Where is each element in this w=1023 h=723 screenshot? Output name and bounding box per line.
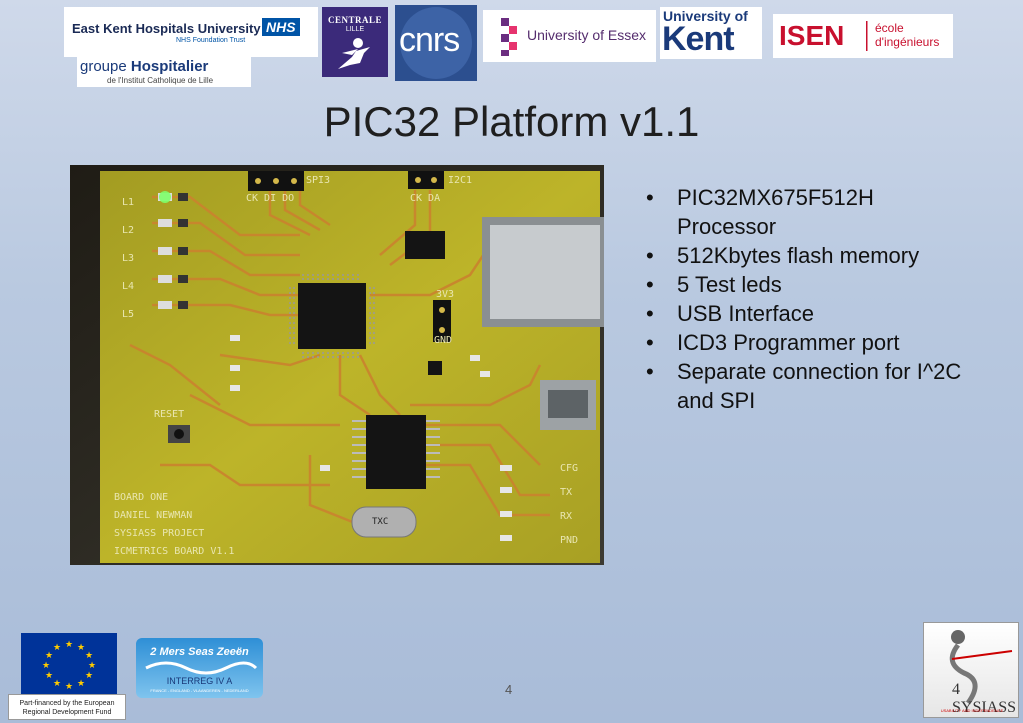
silk-credits: BOARD ONE DANIEL NEWMAN SYSIASS PROJECT … xyxy=(114,489,234,561)
sysiass-name: 4 SYSIASS xyxy=(952,681,1017,716)
silk-i2c: I2C1 xyxy=(448,175,473,186)
ghl-subtitle: de l'Institut Catholique de Lille xyxy=(107,76,214,85)
centrale-line1: CENTRALE xyxy=(327,15,382,25)
silk-led-2: L2 xyxy=(122,225,135,236)
silk-crystal: TXC xyxy=(372,517,389,527)
svg-text:★: ★ xyxy=(88,661,96,671)
silk-cfg: CFG xyxy=(560,463,579,474)
runner-icon xyxy=(338,38,370,69)
svg-text:★: ★ xyxy=(77,679,85,689)
pcb-illustration xyxy=(70,165,604,565)
silk-i2c-pins: CK DA xyxy=(410,193,441,204)
isen-divider-icon xyxy=(866,21,868,51)
cnrs-logo: cnrs xyxy=(395,5,477,81)
feature-item-icd3: ICD3 Programmer port xyxy=(646,328,976,357)
nhs-badge: NHS xyxy=(262,18,300,36)
svg-text:★: ★ xyxy=(45,671,53,681)
svg-text:★: ★ xyxy=(45,651,53,661)
silk-credit-1: BOARD ONE xyxy=(114,492,169,503)
university-of-essex-logo: University of Essex xyxy=(483,10,656,62)
svg-text:★: ★ xyxy=(85,651,93,661)
isen-logo: ISEN école d'ingénieurs xyxy=(773,14,953,58)
isen-name: ISEN xyxy=(779,20,845,51)
feature-item-processor: PIC32MX675F512H Processor xyxy=(646,183,976,241)
page-number: 4 xyxy=(505,682,513,697)
silk-led-labels: L1 L2 L3 L4 L5 xyxy=(122,189,134,329)
eu-caption: Part-financed by the European Regional D… xyxy=(8,694,126,720)
svg-text:★: ★ xyxy=(77,643,85,653)
silk-spi-pins: CK DI DO xyxy=(246,193,295,204)
silk-tx: TX xyxy=(560,487,573,498)
board-photo: L1 L2 L3 L4 L5 SPI3 CK DI DO I2C1 CK DA … xyxy=(70,165,604,565)
silk-usb-labels: CFG TX RX PND xyxy=(560,457,578,553)
silk-spi: SPI3 xyxy=(306,175,331,186)
svg-text:★: ★ xyxy=(65,640,73,650)
isen-line1: école xyxy=(875,21,904,35)
interreg-line3: FRANCE - ENGLAND - VLAANDEREN - NEDERLAN… xyxy=(150,688,249,693)
centrale-lille-logo: CENTRALE LILLE xyxy=(322,7,388,77)
east-kent-hospitals-logo: East Kent Hospitals University NHS NHS F… xyxy=(64,7,318,57)
cnrs-circle-icon xyxy=(400,7,472,79)
silk-credit-3: SYSIASS PROJECT xyxy=(114,528,205,539)
silk-led-4: L4 xyxy=(122,281,135,292)
svg-text:★: ★ xyxy=(42,661,50,671)
silk-reset: RESET xyxy=(154,409,185,420)
feature-item-i2c-spi: Separate connection for I^2C and SPI xyxy=(646,357,976,415)
interreg-line2: INTERREG IV A xyxy=(166,676,233,686)
svg-text:★: ★ xyxy=(53,679,61,689)
feature-item-usb: USB Interface xyxy=(646,299,976,328)
svg-text:★: ★ xyxy=(65,682,73,692)
silk-credit-4: ICMETRICS BOARD V1.1 xyxy=(114,546,235,557)
silk-gnd: GND xyxy=(434,335,453,346)
eu-stars-icon: ★★★★ ★★★★ ★★★★ xyxy=(42,640,96,692)
feature-item-leds: 5 Test leds xyxy=(646,270,976,299)
sysiass-mark-icon xyxy=(949,630,1013,705)
feature-list: PIC32MX675F512H Processor 512Kbytes flas… xyxy=(646,183,976,415)
university-of-kent-logo: University of Kent xyxy=(660,7,762,59)
ghl-name-b: Hospitalier xyxy=(130,58,209,75)
silk-led-5: L5 xyxy=(122,309,135,320)
wave-icon xyxy=(145,661,258,675)
silk-rx: RX xyxy=(560,511,573,522)
slide-title: PIC32 Platform v1.1 xyxy=(323,98,700,145)
eu-flag: ★★★★ ★★★★ ★★★★ xyxy=(21,633,117,695)
silk-pnd: PND xyxy=(560,535,579,546)
cnrs-name: cnrs xyxy=(399,21,460,59)
ekh-name: East Kent Hospitals University xyxy=(72,21,261,36)
interreg-line1: 2 Mers Seas Zeeën xyxy=(150,646,249,658)
silk-led-3: L3 xyxy=(122,253,135,264)
interreg-logo: 2 Mers Seas Zeeën INTERREG IV A FRANCE -… xyxy=(136,638,263,698)
svg-text:★: ★ xyxy=(53,643,61,653)
groupe-hospitalier-logo: groupe Hospitalier de l'Institut Catholi… xyxy=(77,57,251,87)
ekh-subtitle: NHS Foundation Trust xyxy=(176,37,246,44)
ghl-name-a: groupe xyxy=(80,58,131,75)
ghl-name: groupe Hospitalier xyxy=(80,58,208,75)
kent-line2: Kent xyxy=(662,20,735,58)
essex-name: University of Essex xyxy=(527,27,647,43)
kent-line1: University of xyxy=(663,8,748,24)
silk-3v3: 3V3 xyxy=(436,289,455,300)
essex-mark-icon xyxy=(501,18,517,56)
silk-credit-2: DANIEL NEWMAN xyxy=(114,510,193,521)
centrale-line2: LILLE xyxy=(345,26,365,33)
sysiass-logo: 4 SYSIASS USABILITY AND INDEPENDENCE xyxy=(923,622,1019,718)
svg-text:★: ★ xyxy=(85,671,93,681)
silk-led-1: L1 xyxy=(122,197,135,208)
feature-item-flash: 512Kbytes flash memory xyxy=(646,241,976,270)
sysiass-tagline: USABILITY AND INDEPENDENCE xyxy=(940,708,1004,713)
isen-line2: d'ingénieurs xyxy=(875,35,940,49)
